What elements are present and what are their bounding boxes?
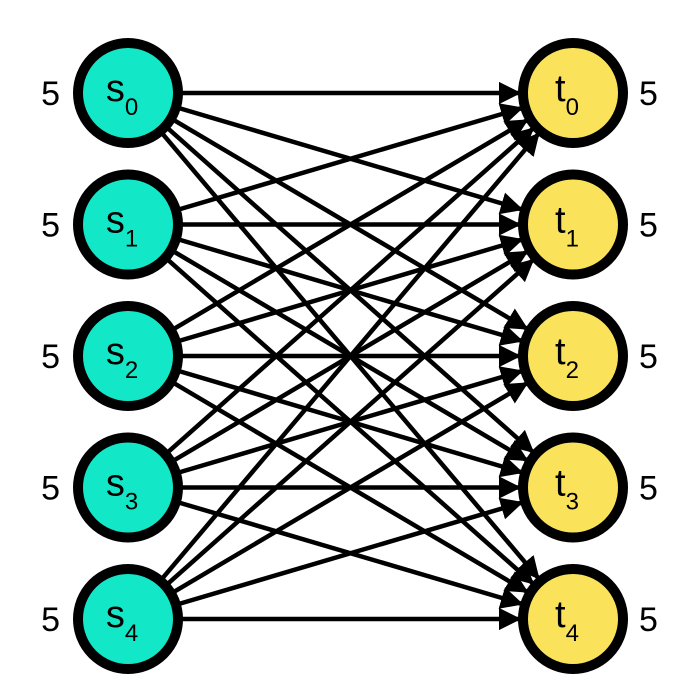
node-circle bbox=[518, 564, 628, 674]
node-label: t2 bbox=[555, 331, 579, 384]
source-capacity-label: 5 bbox=[41, 470, 60, 508]
node-label: s2 bbox=[106, 331, 138, 384]
sink-capacity-label: 5 bbox=[639, 470, 658, 508]
edge-s4-t0 bbox=[159, 132, 540, 581]
node-circle bbox=[73, 432, 183, 543]
node-t1: t1 5 bbox=[518, 169, 658, 280]
edge-s1-t0 bbox=[177, 103, 524, 212]
source-capacity-label: 5 bbox=[41, 75, 60, 113]
node-circle bbox=[73, 564, 183, 674]
node-s2: s2 5 bbox=[41, 301, 183, 411]
edge-s4-t1 bbox=[165, 258, 535, 587]
node-label: s0 bbox=[106, 68, 138, 121]
source-capacity-label: 5 bbox=[41, 207, 60, 245]
node-circle bbox=[518, 38, 628, 148]
sink-capacity-label: 5 bbox=[639, 338, 658, 376]
node-circle bbox=[73, 169, 183, 280]
edges-layer bbox=[159, 81, 540, 631]
node-circle bbox=[73, 38, 183, 148]
node-circle bbox=[518, 301, 628, 411]
node-t4: t4 5 bbox=[518, 564, 658, 674]
node-label: t1 bbox=[555, 200, 579, 253]
node-s3: s3 5 bbox=[41, 432, 183, 543]
nodes-layer: s0 5 s1 5 s2 5 s3 5 s4 5 t0 5 t1 5 t2 5 t3 5 t4 5 bbox=[41, 38, 658, 674]
node-circle bbox=[73, 301, 183, 411]
node-t3: t3 5 bbox=[518, 432, 658, 543]
sink-capacity-label: 5 bbox=[639, 207, 658, 245]
node-label: t3 bbox=[555, 463, 579, 516]
node-s4: s4 5 bbox=[41, 564, 183, 674]
node-label: s1 bbox=[106, 200, 138, 253]
node-s1: s1 5 bbox=[41, 169, 183, 280]
node-label: s3 bbox=[106, 463, 138, 516]
node-label: t4 bbox=[555, 594, 579, 647]
source-capacity-label: 5 bbox=[41, 338, 60, 376]
node-circle bbox=[518, 432, 628, 543]
edge-s2-t0 bbox=[171, 118, 529, 332]
edge-s4-t3 bbox=[177, 497, 524, 607]
node-label: s4 bbox=[106, 594, 138, 647]
node-t0: t0 5 bbox=[518, 38, 658, 148]
sink-capacity-label: 5 bbox=[639, 75, 658, 113]
edge-s3-t0 bbox=[165, 127, 535, 455]
node-s0: s0 5 bbox=[41, 38, 183, 148]
source-capacity-label: 5 bbox=[41, 601, 60, 639]
sink-capacity-label: 5 bbox=[639, 601, 658, 639]
node-circle bbox=[518, 169, 628, 280]
node-t2: t2 5 bbox=[518, 301, 658, 411]
edge-s4-t2 bbox=[171, 381, 529, 595]
node-label: t0 bbox=[555, 68, 579, 121]
